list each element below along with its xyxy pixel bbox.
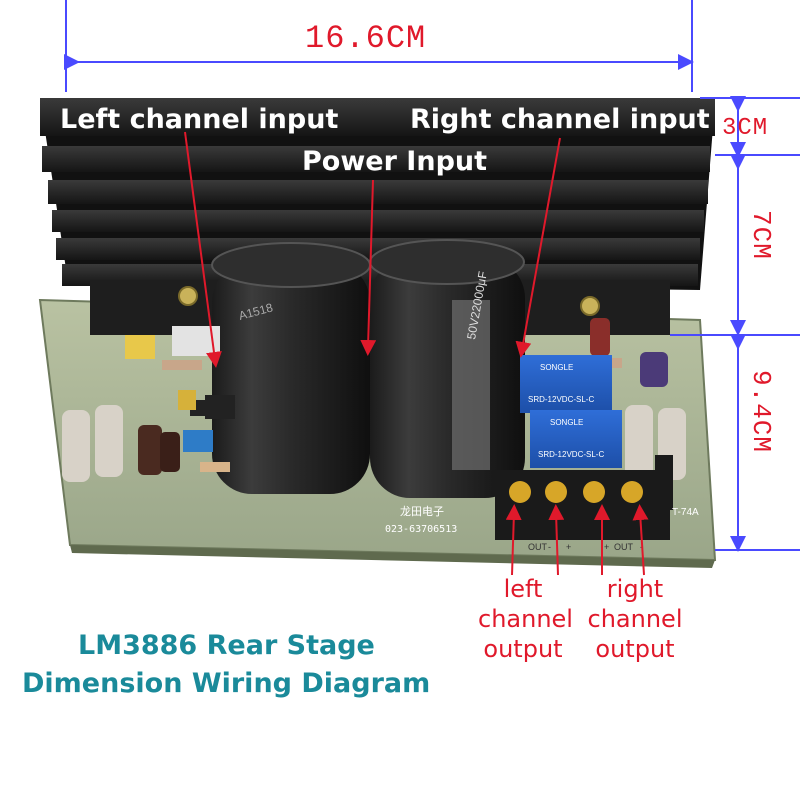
small-components-left — [62, 326, 235, 482]
right-output-line-1: right — [606, 575, 664, 603]
relay-model-label: SRD-12VDC-SL-C — [538, 450, 604, 459]
relay-brand-label: SONGLE — [550, 418, 583, 427]
relay-top: SONGLE SRD-12VDC-SL-C — [520, 355, 612, 413]
caption-line-1: LM3886 Rear Stage — [78, 630, 375, 661]
left-channel-input-label: Left channel input — [60, 104, 339, 135]
board-phone-label: 023-63706513 — [385, 524, 457, 535]
fin-height-label: 7CM — [746, 210, 776, 260]
filter-capacitor-right — [369, 239, 525, 498]
terminal-mark: - — [548, 542, 551, 552]
terminal-mark: OUT — [528, 542, 548, 552]
board-maker-label: 龙田电子 — [400, 505, 444, 518]
filter-capacitor-left — [211, 242, 371, 494]
terminal-mark: + — [604, 542, 609, 552]
right-channel-output-label: right channel output — [585, 574, 685, 664]
power-input-label: Power Input — [302, 146, 488, 177]
caption-line-2: Dimension Wiring Diagram — [22, 668, 431, 699]
right-output-line-3: output — [595, 635, 675, 663]
width-dimension — [64, 0, 694, 92]
relay-brand-label: SONGLE — [540, 363, 573, 372]
right-channel-input-label: Right channel input — [410, 104, 710, 135]
left-output-line-2: channel — [478, 605, 573, 633]
heatsink-height-label: 3CM — [722, 115, 769, 142]
left-output-line-3: output — [483, 635, 563, 663]
left-output-line-1: left — [503, 575, 543, 603]
terminal-mark: + — [566, 542, 571, 552]
height-dimensions — [670, 96, 800, 552]
board-depth-label: 9.4CM — [746, 370, 776, 454]
pointer-arrows — [184, 131, 649, 576]
right-output-line-2: channel — [587, 605, 683, 633]
terminal-mark: OUT — [614, 542, 634, 552]
width-dimension-label: 16.6CM — [305, 20, 427, 57]
board-model-label: T-74A — [672, 507, 699, 518]
screw — [178, 286, 198, 306]
relay-model-label: SRD-12VDC-SL-C — [528, 395, 594, 404]
left-channel-output-label: left channel output — [478, 574, 573, 664]
relay-bottom: SONGLE SRD-12VDC-SL-C — [530, 410, 622, 468]
screw — [580, 296, 600, 316]
